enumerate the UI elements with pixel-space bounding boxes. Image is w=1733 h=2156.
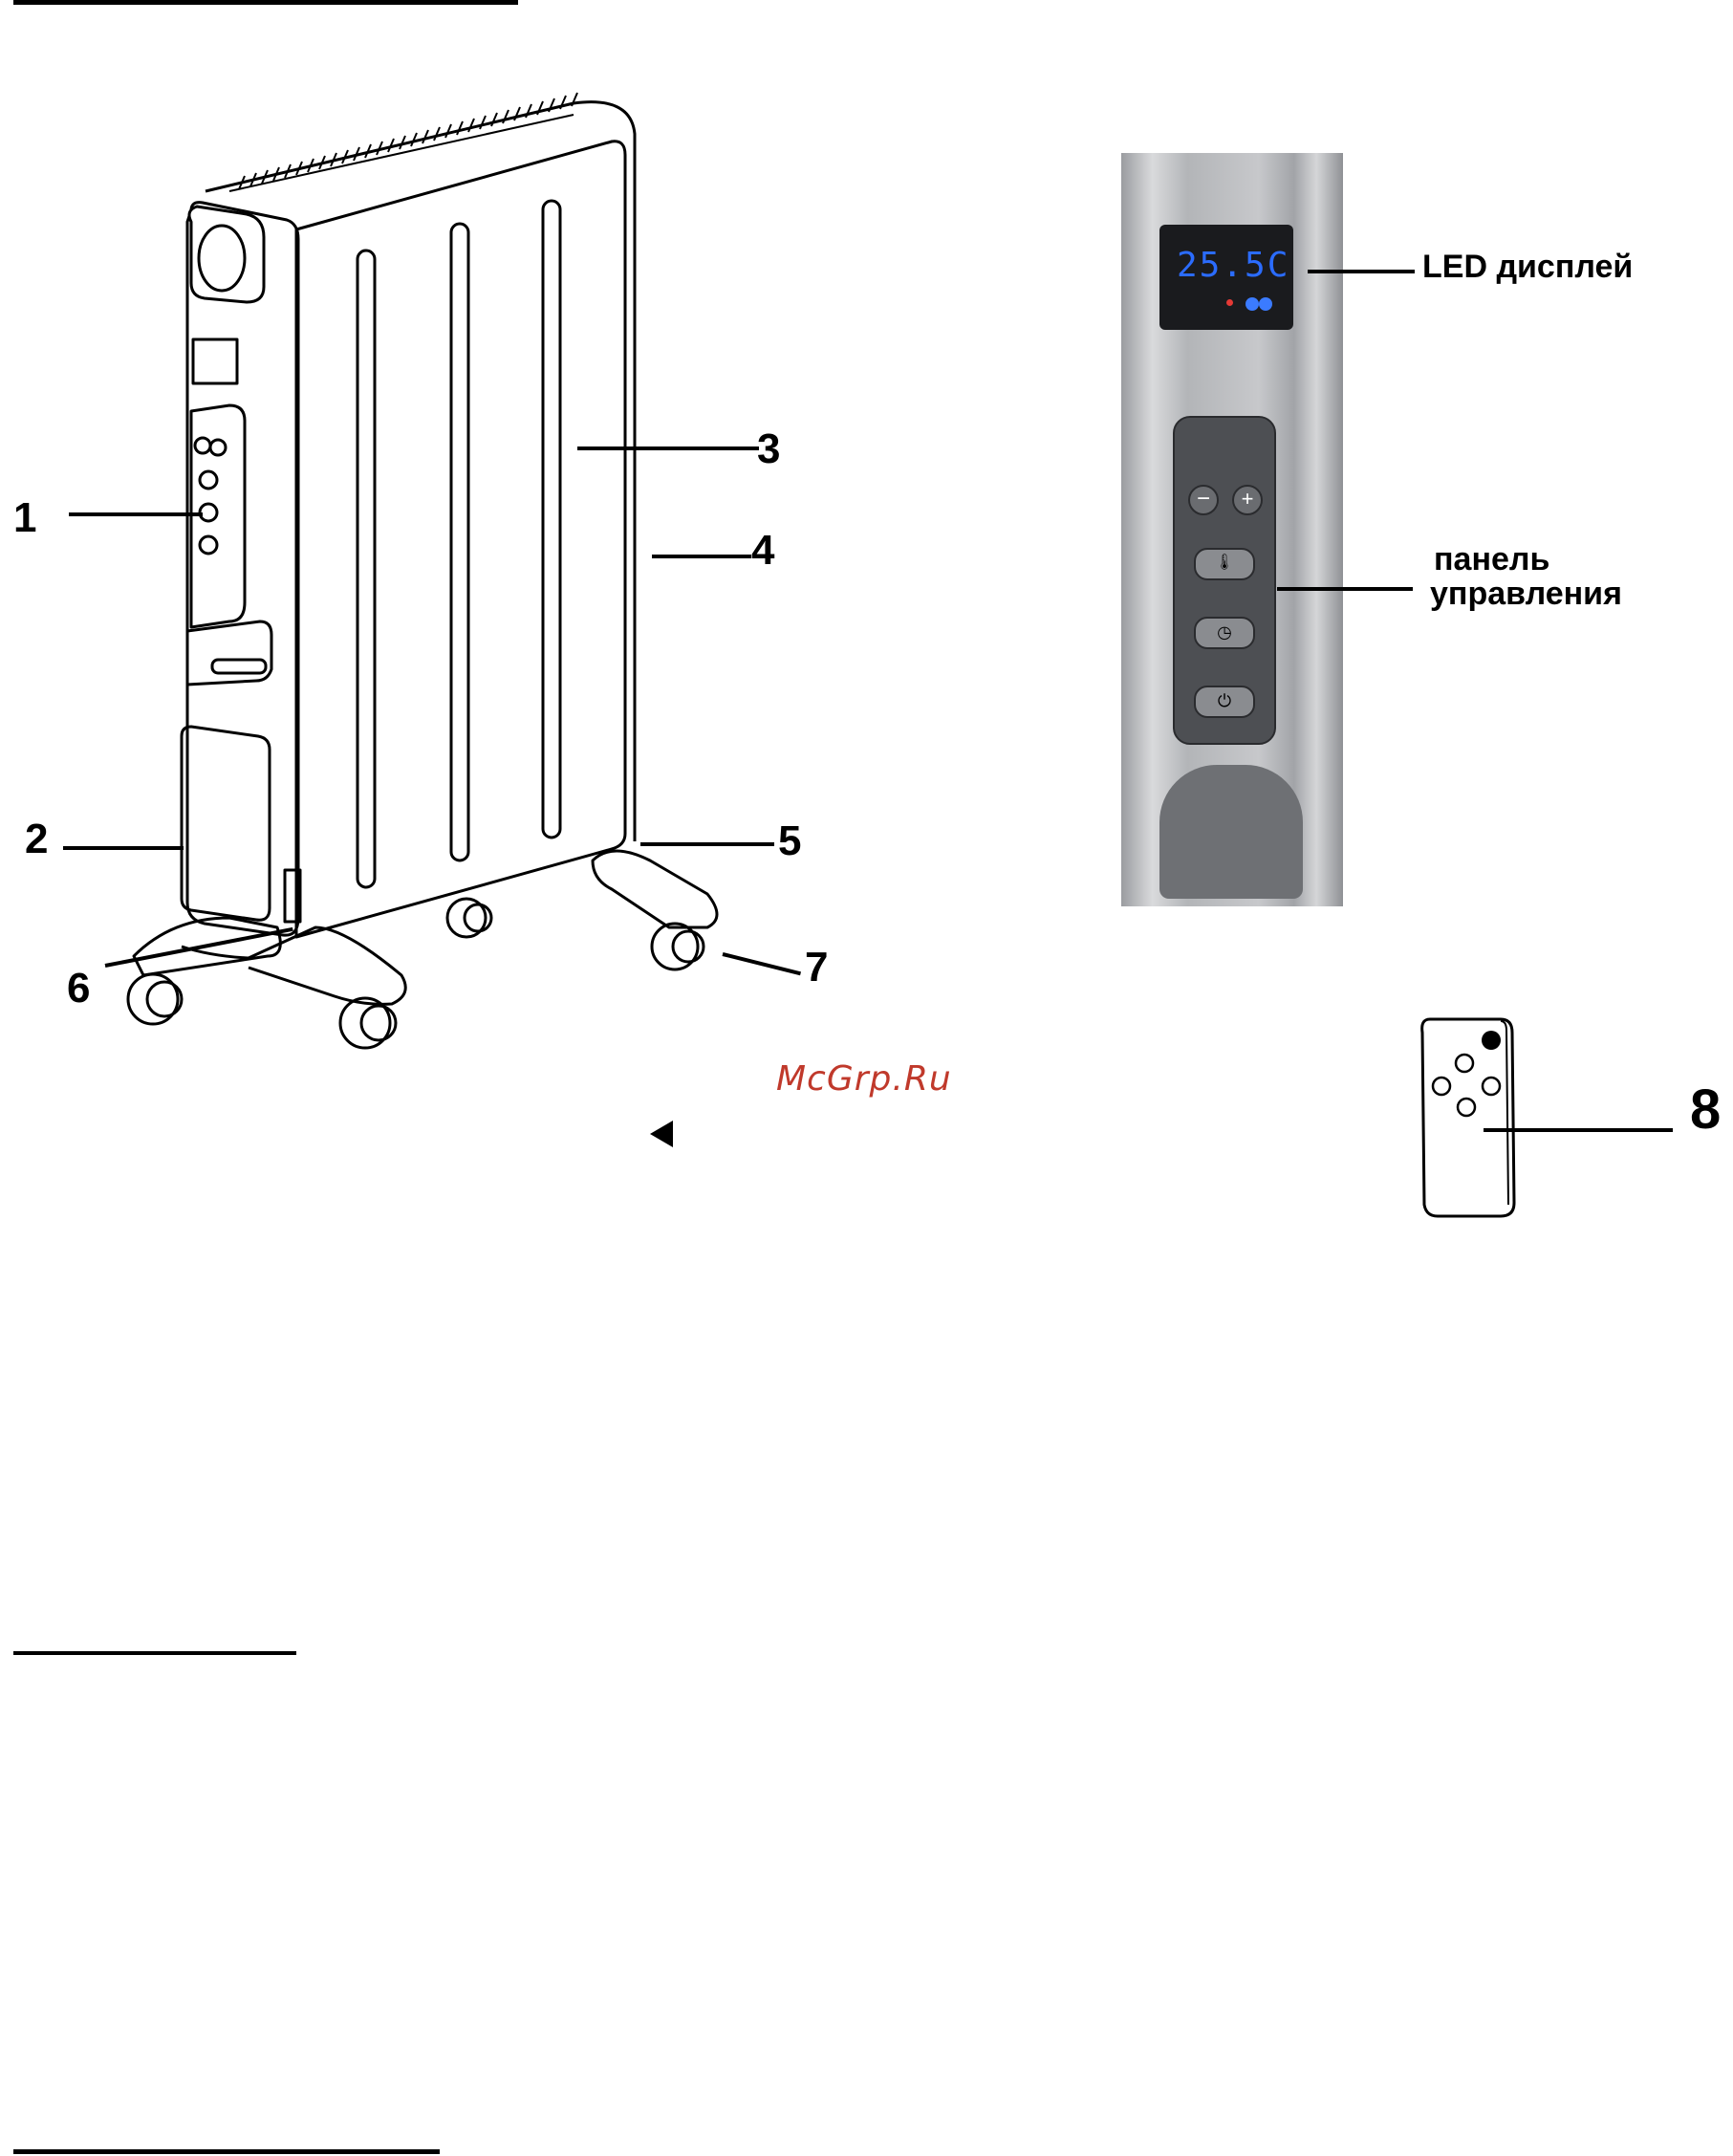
callout-2: 2 xyxy=(25,818,48,860)
callout-2-line xyxy=(63,846,184,850)
callout-3-line xyxy=(577,446,759,450)
remote-control-illustration xyxy=(1419,1013,1533,1219)
power-button[interactable]: ⏻ xyxy=(1194,686,1255,718)
indicator-blue-dot-2 xyxy=(1259,297,1272,311)
plus-icon: + xyxy=(1242,487,1254,511)
indicator-red-dot xyxy=(1226,299,1233,306)
plus-button[interactable]: + xyxy=(1232,485,1263,515)
callout-1: 1 xyxy=(13,497,36,539)
callout-4-line xyxy=(652,555,751,558)
led-display: 25.5C xyxy=(1159,225,1293,330)
callout-5: 5 xyxy=(778,820,801,862)
minus-button[interactable]: − xyxy=(1188,485,1219,515)
callout-7: 7 xyxy=(805,947,828,989)
callout-3: 3 xyxy=(757,428,780,470)
callout-5-line xyxy=(640,842,774,846)
clock-icon: ◷ xyxy=(1217,622,1232,642)
temperature-button[interactable]: 🌡 xyxy=(1194,548,1255,580)
heater-illustration xyxy=(0,0,726,1052)
timer-button[interactable]: ◷ xyxy=(1194,617,1255,649)
callout-8: 8 xyxy=(1690,1082,1721,1138)
thermometer-icon: 🌡 xyxy=(1215,555,1234,571)
display-temperature: 25.5C xyxy=(1177,246,1289,285)
callout-4: 4 xyxy=(751,530,774,572)
callout-8-line xyxy=(1484,1128,1673,1132)
control-button-panel: − + 🌡 ◷ ⏻ xyxy=(1173,416,1276,745)
watermark: McGrp.Ru xyxy=(776,1059,952,1099)
callout-6: 6 xyxy=(67,968,90,1010)
power-icon: ⏻ xyxy=(1218,691,1231,710)
indicator-blue-dot-1 xyxy=(1246,297,1259,311)
panel-grip xyxy=(1159,765,1303,899)
bottom-heading-rule xyxy=(13,2149,440,2154)
control-label-line xyxy=(1277,587,1413,591)
arrow-marker-icon xyxy=(650,1121,675,1149)
led-display-label: LED дисплей xyxy=(1422,250,1633,283)
control-panel-label-1: панель xyxy=(1434,543,1549,576)
mid-heading-rule xyxy=(13,1651,296,1655)
callout-1-line xyxy=(69,512,203,516)
led-label-line xyxy=(1308,270,1415,273)
control-panel-label-2: управления xyxy=(1430,577,1622,610)
minus-icon: − xyxy=(1197,486,1210,512)
callout-7-line xyxy=(723,952,801,975)
control-panel-photo: 25.5C − + 🌡 ◷ ⏻ xyxy=(1121,153,1343,906)
